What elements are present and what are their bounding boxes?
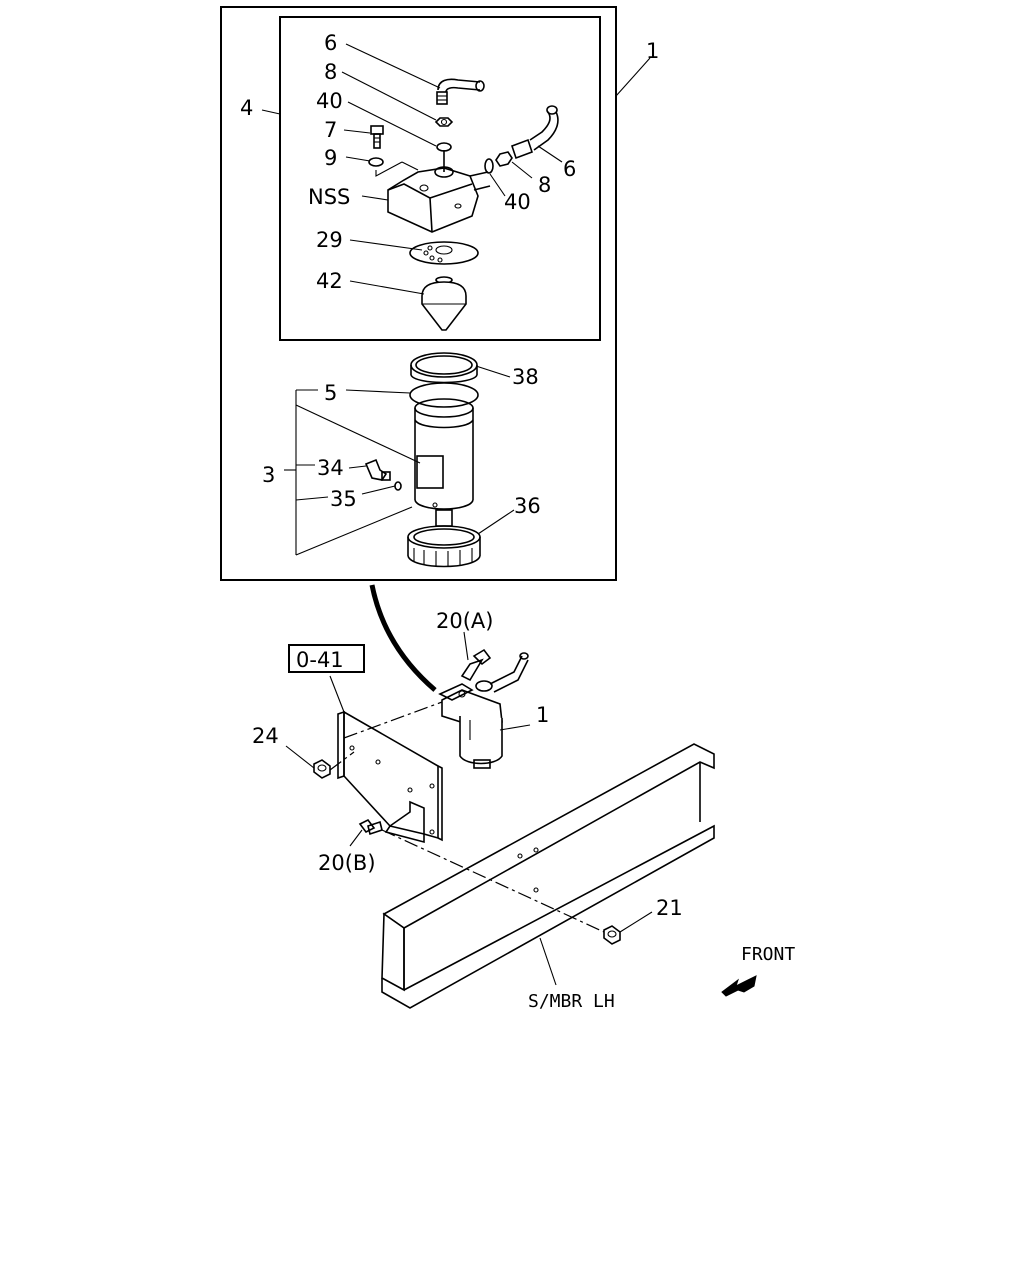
part-34-drain-plug	[364, 458, 391, 481]
part-35-o-ring	[394, 481, 402, 491]
part-20a-bolt	[460, 648, 492, 682]
filter-head-body	[375, 150, 491, 233]
callout-1-top: 1	[646, 39, 659, 63]
center-lines	[329, 701, 605, 933]
filter-assembly-small	[438, 652, 529, 769]
side-member-label: S/MBR LH	[528, 991, 615, 1012]
part-5-o-ring	[409, 382, 479, 408]
filter-cartridge	[414, 398, 474, 527]
part-7-bolt	[370, 125, 384, 149]
leader-lines-lower	[285, 631, 653, 986]
callout-nss: NSS	[308, 185, 350, 209]
front-arrow-icon	[721, 975, 757, 997]
callout-7: 7	[324, 118, 337, 142]
ref-box-label: 0-41	[296, 648, 344, 672]
callout-1-mid: 1	[536, 703, 549, 727]
assembly-arrow	[369, 584, 437, 692]
part-24-nut	[313, 759, 331, 779]
callout-34: 34	[317, 456, 344, 480]
side-member-rail	[381, 743, 715, 1009]
callout-8-top: 8	[324, 60, 337, 84]
part-38-ring	[410, 352, 478, 384]
callout-38: 38	[512, 365, 539, 389]
callout-6-right: 6	[563, 157, 576, 181]
assembly-outer-frame	[220, 6, 617, 581]
part-6-elbow-pipe-top	[436, 78, 485, 105]
callout-40-right: 40	[504, 190, 531, 214]
part-8-nut-top	[434, 117, 454, 127]
callout-20b: 20(B)	[318, 851, 376, 875]
part-29-plate	[409, 241, 479, 265]
ref-box-0-41	[288, 644, 365, 673]
part-20b-bolt	[358, 818, 383, 836]
callout-5: 5	[324, 381, 337, 405]
callout-8-right: 8	[538, 173, 551, 197]
callout-36: 36	[514, 494, 541, 518]
part-40-washer-right	[484, 158, 494, 174]
callout-35: 35	[330, 487, 357, 511]
callout-40-top: 40	[316, 89, 343, 113]
part-9-o-ring	[368, 157, 384, 167]
part-36-ring-nut	[407, 525, 481, 568]
callout-20a: 20(A)	[436, 609, 493, 633]
part-6-elbow-pipe-right	[510, 105, 559, 160]
part-21-nut	[603, 925, 621, 945]
leader-lines-upper	[261, 43, 651, 556]
callout-42: 42	[316, 269, 343, 293]
mounting-bracket	[329, 675, 443, 844]
part-42-cone	[421, 276, 467, 331]
callout-9: 9	[324, 146, 337, 170]
callout-21: 21	[656, 896, 683, 920]
callout-29: 29	[316, 228, 343, 252]
part-8-nut-right	[495, 151, 513, 167]
part-40-washer-top	[436, 142, 452, 152]
callout-3: 3	[262, 463, 275, 487]
callout-24: 24	[252, 724, 279, 748]
front-label: FRONT	[741, 944, 795, 965]
filter-head-inner-frame	[279, 16, 601, 341]
callout-4: 4	[240, 96, 253, 120]
callout-6-top: 6	[324, 31, 337, 55]
